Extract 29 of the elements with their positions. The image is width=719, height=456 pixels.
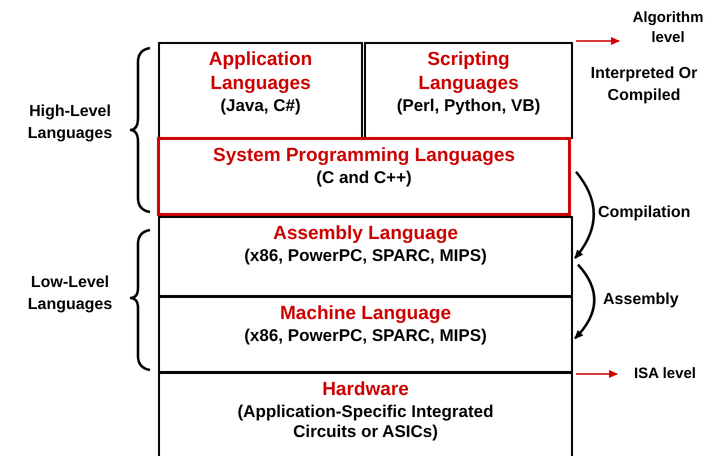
side-label: Low-Level Languages	[26, 273, 114, 315]
layer-title: Application Languages	[208, 48, 314, 96]
level-label: Algorithm level	[622, 8, 714, 52]
layer-examples: (Java, C#)	[219, 96, 302, 116]
layer-title: Hardware	[321, 378, 410, 402]
level-label: ISA level	[620, 364, 710, 386]
layer-box	[158, 216, 573, 297]
layer-examples: (C and C++)	[315, 168, 413, 188]
layer-title: Machine Language	[278, 302, 452, 326]
side-label: High-Level Languages	[26, 102, 114, 144]
layer-title: System Programming Languages	[212, 144, 516, 168]
layer-examples: (Application-Specific Integrated Circuits or ASICs)	[236, 402, 494, 442]
arrow	[576, 370, 618, 378]
edge-label: Assembly	[603, 290, 679, 310]
layer-box	[157, 137, 571, 216]
arrow	[576, 37, 620, 45]
layer-examples: (x86, PowerPC, SPARC, MIPS)	[243, 246, 488, 266]
layer-box	[158, 42, 363, 139]
layer-box	[158, 372, 573, 456]
edge-label: Compilation	[598, 203, 690, 223]
arrow	[574, 264, 596, 340]
layer-examples: (Perl, Python, VB)	[396, 96, 542, 116]
side-label: Interpreted Or Compiled	[590, 64, 698, 106]
layer-box	[364, 42, 573, 139]
layer-box	[158, 296, 573, 373]
layer-title: Scripting Languages	[417, 48, 520, 96]
layer-title: Assembly Language	[272, 222, 459, 246]
layer-examples: (x86, PowerPC, SPARC, MIPS)	[243, 326, 488, 346]
arrow	[574, 171, 595, 259]
